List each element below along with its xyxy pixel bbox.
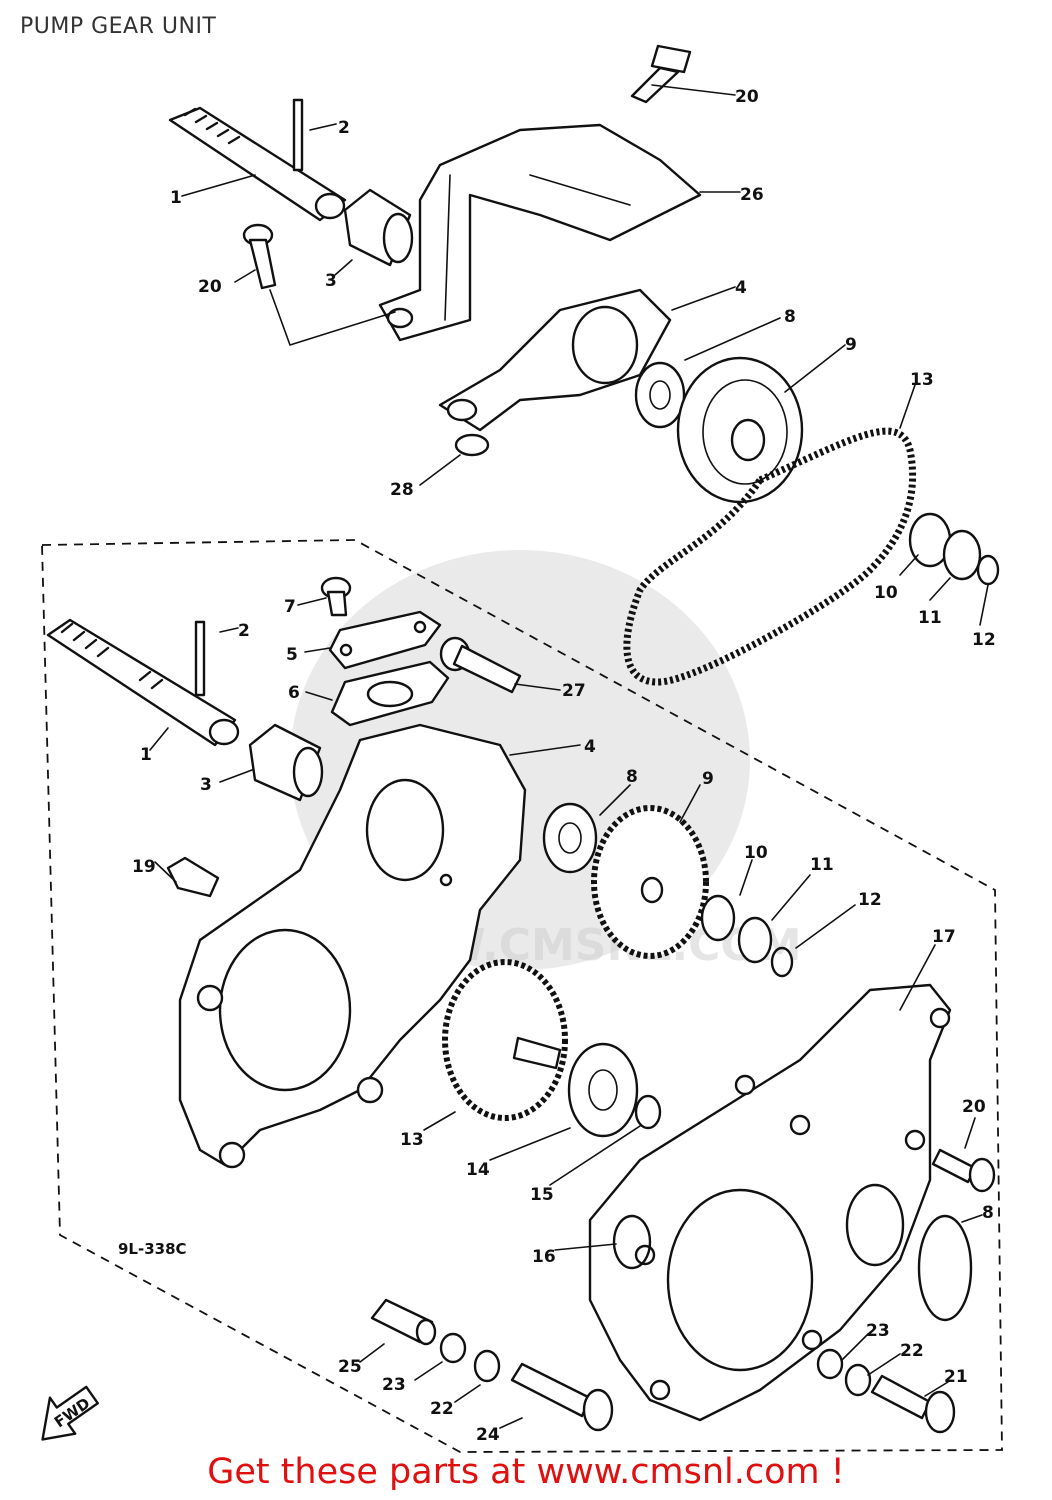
part-10-lower-washer xyxy=(700,894,736,942)
part-27-bolt xyxy=(439,636,522,694)
part-22-washer-left xyxy=(473,1349,501,1383)
callout-11-upper: 11 xyxy=(918,608,942,628)
callout-22-right: 22 xyxy=(900,1341,924,1361)
callout-17: 17 xyxy=(932,927,956,947)
part-17-cover xyxy=(588,983,952,1422)
part-11-upper-washer xyxy=(942,529,982,581)
assembly-boundary xyxy=(41,539,1003,1453)
callout-7: 7 xyxy=(284,597,296,617)
callout-9-upper: 9 xyxy=(845,335,857,355)
part-23-washer-right xyxy=(816,1348,844,1380)
part-8-lower-bearing-mid xyxy=(542,802,598,874)
callout-6: 6 xyxy=(288,683,300,703)
part-28-washer xyxy=(454,433,490,457)
callout-10-upper: 10 xyxy=(874,583,898,603)
callout-27: 27 xyxy=(562,681,586,701)
callout-26: 26 xyxy=(740,185,764,205)
callout-9-lower: 9 xyxy=(702,769,714,789)
forward-arrow-icon: FWD xyxy=(41,1385,99,1441)
callout-28: 28 xyxy=(390,480,414,500)
callout-1-upper: 1 xyxy=(170,188,182,208)
page-title: PUMP GEAR UNIT xyxy=(20,14,217,39)
part-12-upper-clip xyxy=(976,554,1000,586)
callout-23-left: 23 xyxy=(382,1375,406,1395)
part-4-upper-housing xyxy=(438,288,672,432)
part-6-gasket xyxy=(330,660,450,727)
callout-19: 19 xyxy=(132,857,156,877)
callout-20-top: 20 xyxy=(735,87,759,107)
callout-13-upper: 13 xyxy=(910,370,934,390)
callout-12-upper: 12 xyxy=(972,630,996,650)
part-9-lower-gear xyxy=(591,805,709,959)
part-8-lower-snapring xyxy=(917,1214,973,1322)
callout-8-lower-right: 8 xyxy=(982,1203,994,1223)
callout-11-lower: 11 xyxy=(810,855,834,875)
part-14-bearing xyxy=(567,1042,639,1138)
part-13-lower-gear xyxy=(442,959,568,1121)
callouts: 1 2 3 20 20 26 4 8 9 13 28 10 11 12 7 5 … xyxy=(132,87,996,1445)
callout-4-upper: 4 xyxy=(735,278,747,298)
callout-13-lower: 13 xyxy=(400,1130,424,1150)
part-24-bolt xyxy=(510,1362,614,1432)
part-16-oring xyxy=(612,1214,652,1270)
callout-8-upper: 8 xyxy=(784,307,796,327)
part-21-bolt xyxy=(870,1374,956,1434)
leader-lines xyxy=(149,84,989,1429)
part-26-bracket xyxy=(378,123,702,342)
part-3-lower-bushing xyxy=(248,723,324,802)
callout-22-left: 22 xyxy=(430,1399,454,1419)
part-3-upper-bushing xyxy=(343,188,414,267)
callout-15: 15 xyxy=(530,1185,554,1205)
callout-21: 21 xyxy=(944,1367,968,1387)
callout-20-left: 20 xyxy=(198,277,222,297)
part-2-lower-pin xyxy=(194,620,206,697)
callout-2-lower: 2 xyxy=(238,621,250,641)
part-4-lower-housing xyxy=(178,723,527,1169)
part-13-chain xyxy=(623,427,917,686)
part-20-bolt-right xyxy=(931,1148,996,1193)
callout-20-right: 20 xyxy=(962,1097,986,1117)
part-7-screw xyxy=(320,576,352,617)
footer-link-text[interactable]: Get these parts at www.cmsnl.com ! xyxy=(207,1452,845,1492)
part-11-lower-washer xyxy=(737,916,773,964)
part-9-pulley xyxy=(676,356,804,504)
part-5-plate xyxy=(328,610,442,670)
callout-3-upper: 3 xyxy=(325,271,337,291)
callout-12-lower: 12 xyxy=(858,890,882,910)
callout-3-lower: 3 xyxy=(200,775,212,795)
part-8-upper-bearing xyxy=(634,361,686,429)
part-20-bolt-left xyxy=(242,223,277,290)
callout-4-lower: 4 xyxy=(584,737,596,757)
part-1-upper-shaft xyxy=(168,106,347,222)
callout-25: 25 xyxy=(338,1357,362,1377)
part-15-clip xyxy=(634,1094,662,1130)
part-20-bolt-top xyxy=(630,44,692,104)
part-22-washer-right xyxy=(844,1363,872,1397)
callout-14: 14 xyxy=(466,1160,490,1180)
callout-2-upper: 2 xyxy=(338,118,350,138)
part-1-lower-shaft xyxy=(46,618,240,747)
callout-5: 5 xyxy=(286,645,298,665)
part-12-lower-clip xyxy=(770,946,794,978)
part-19-plug xyxy=(166,856,220,898)
callout-10-lower: 10 xyxy=(744,843,768,863)
reference-code: 9L-338C xyxy=(118,1240,187,1258)
callout-8-lower-mid: 8 xyxy=(626,767,638,787)
part-2-upper-pin xyxy=(292,98,304,172)
callout-16: 16 xyxy=(532,1247,556,1267)
part-25-dowel xyxy=(370,1298,437,1346)
callout-1-lower: 1 xyxy=(140,745,152,765)
callout-23-right: 23 xyxy=(866,1321,890,1341)
part-23-washer-left xyxy=(439,1332,467,1364)
callout-24: 24 xyxy=(476,1425,500,1445)
